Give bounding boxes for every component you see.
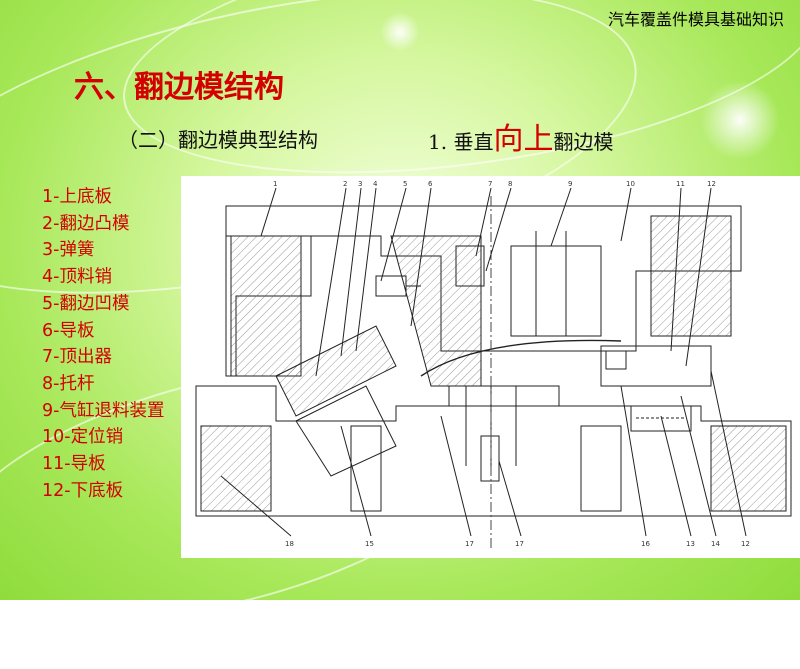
svg-text:2: 2 [343, 180, 347, 188]
svg-text:5: 5 [403, 180, 407, 188]
part-legend: 1-上底板 2-翻边凸模 3-弹簧 4-顶料销 5-翻边凹模 6-导板 7-顶出… [42, 184, 164, 504]
legend-item: 9-气缸退料装置 [42, 400, 165, 421]
svg-text:17: 17 [515, 540, 524, 548]
section-heading: 1. 垂直向上翻边模 [428, 114, 613, 158]
svg-text:12: 12 [741, 540, 750, 548]
legend-item: 2-翻边凸模 [42, 213, 130, 234]
legend-item: 3-弹簧 [42, 240, 95, 261]
svg-text:12: 12 [707, 180, 716, 188]
svg-text:11: 11 [676, 180, 685, 188]
svg-text:13: 13 [686, 540, 695, 548]
legend-item: 6-导板 [42, 320, 95, 341]
legend-item: 1-上底板 [42, 187, 112, 207]
svg-text:15: 15 [365, 540, 374, 548]
svg-text:18: 18 [285, 540, 294, 548]
slide-subtitle: （二）翻边模典型结构 [118, 128, 318, 152]
svg-text:7: 7 [488, 180, 492, 188]
decor-glow [700, 80, 780, 160]
svg-text:3: 3 [358, 180, 362, 188]
legend-item: 10-定位销 [42, 427, 124, 448]
slide-title: 六、翻边模结构 [74, 70, 284, 105]
svg-text:8: 8 [508, 180, 512, 188]
course-title: 汽车覆盖件模具基础知识 [607, 10, 784, 29]
legend-item: 12-下底板 [42, 480, 124, 501]
legend-item: 5-翻边凹模 [42, 293, 130, 314]
legend-item: 7-顶出器 [42, 347, 112, 368]
svg-text:1: 1 [273, 180, 277, 188]
heading-prefix: 1. 垂直 [428, 130, 494, 154]
svg-text:4: 4 [373, 180, 378, 188]
svg-text:14: 14 [711, 540, 720, 548]
heading-suffix: 翻边模 [553, 130, 614, 154]
heading-emphasis: 向上 [493, 122, 554, 157]
svg-text:16: 16 [641, 540, 650, 548]
legend-item: 11-导板 [42, 454, 106, 475]
svg-text:9: 9 [568, 180, 572, 188]
legend-item: 8-托杆 [42, 373, 95, 394]
decor-glow [380, 12, 420, 52]
legend-item: 4-顶料销 [42, 267, 112, 288]
svg-text:6: 6 [428, 180, 433, 188]
svg-text:10: 10 [626, 180, 635, 188]
svg-text:17: 17 [465, 540, 474, 548]
